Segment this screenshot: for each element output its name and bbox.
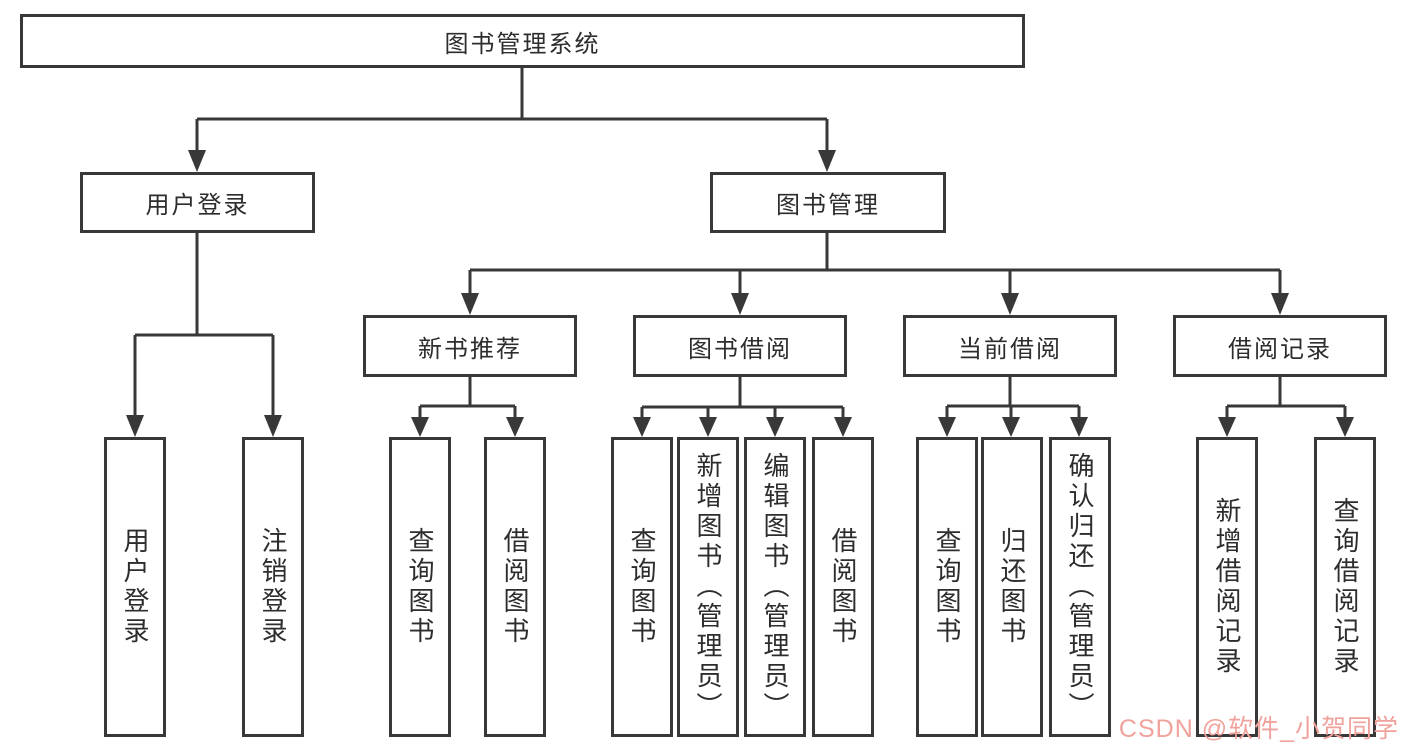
node-library-management-system: 图书管理系统 — [20, 14, 1025, 68]
connector-book-mgmt-to-level3 — [461, 233, 1289, 315]
node-current-borrowing: 当前借阅 — [903, 315, 1117, 377]
node-book-borrowing: 图书借阅 — [633, 315, 847, 377]
node-user-login: 用户登录 — [80, 172, 315, 233]
node-new-book-recommendation: 新书推荐 — [363, 315, 577, 377]
leaf-rec-query-books: 查询图书 — [389, 437, 451, 737]
connector-current-borrow-to-leaves — [938, 377, 1088, 437]
connector-borrow-record-to-leaves — [1218, 377, 1354, 437]
connector-root-to-level2 — [188, 68, 836, 172]
connector-book-borrow-to-leaves — [633, 377, 852, 437]
connector-new-book-rec-to-leaves — [411, 377, 524, 437]
leaf-return-books: 归还图书 — [981, 437, 1043, 737]
leaf-confirm-return-admin: 确认归还（管理员） — [1049, 437, 1111, 737]
csdn-watermark: CSDN @软件_小贺同学 — [1118, 715, 1399, 743]
node-borrowing-records: 借阅记录 — [1173, 315, 1387, 377]
leaf-current-query-books: 查询图书 — [916, 437, 978, 737]
leaf-edit-books-admin: 编辑图书（管理员） — [744, 437, 806, 737]
leaf-add-books-admin: 新增图书（管理员） — [677, 437, 739, 737]
leaf-query-borrow-record: 查询借阅记录 — [1314, 437, 1376, 737]
leaf-add-borrow-record: 新增借阅记录 — [1196, 437, 1258, 737]
leaf-rec-borrow-books: 借阅图书 — [484, 437, 546, 737]
leaf-user-login: 用户登录 — [104, 437, 166, 737]
leaf-logout: 注销登录 — [242, 437, 304, 737]
node-book-management: 图书管理 — [710, 172, 946, 233]
leaf-borrow-query-books: 查询图书 — [611, 437, 673, 737]
leaf-borrow-books: 借阅图书 — [812, 437, 874, 737]
connector-user-login-to-leaves — [126, 233, 282, 437]
